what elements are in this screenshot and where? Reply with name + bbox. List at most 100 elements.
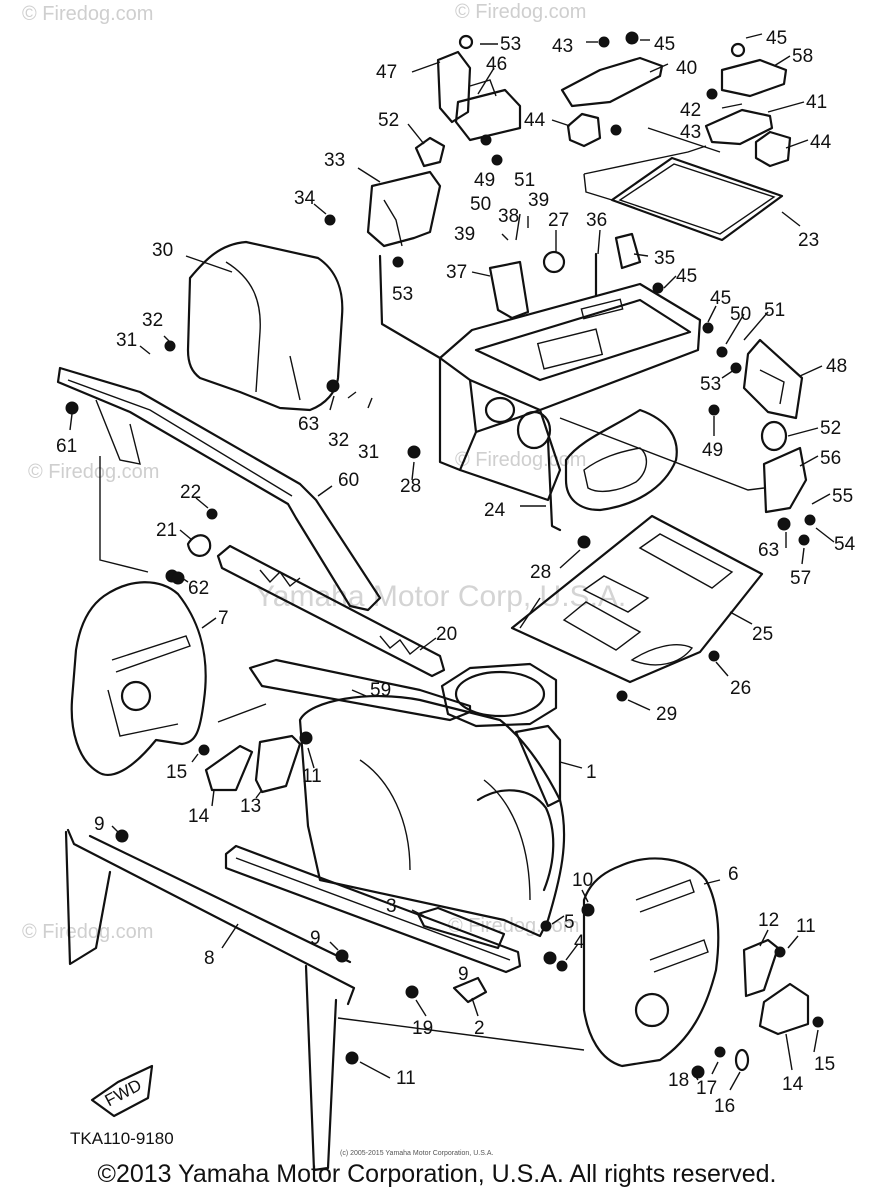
callout-25: 25	[752, 624, 773, 645]
auger-shaft-20	[186, 508, 446, 678]
callout-44: 44	[810, 132, 832, 153]
forward-arrow: FWD	[90, 1064, 154, 1118]
callout-45: 45	[654, 34, 675, 55]
callout-56: 56	[820, 448, 841, 469]
callout-45: 45	[710, 288, 731, 309]
callout-5: 5	[564, 912, 575, 933]
callout-16: 16	[714, 1096, 735, 1117]
callout-38: 38	[498, 206, 519, 227]
bracket-assembly-46	[414, 34, 522, 168]
callout-14: 14	[188, 806, 210, 827]
callout-1: 1	[586, 762, 597, 783]
bearing-brackets-left	[198, 731, 313, 794]
callout-52: 52	[820, 418, 841, 439]
mount-bracket-33	[324, 170, 442, 268]
copyright-notice: ©2013 Yamaha Motor Corporation, U.S.A. A…	[97, 1160, 777, 1188]
callout-30: 30	[152, 240, 173, 261]
callout-15: 15	[166, 762, 187, 783]
callout-55: 55	[832, 486, 853, 507]
callout-63: 63	[758, 540, 779, 561]
callout-49: 49	[702, 440, 723, 461]
callout-58: 58	[792, 46, 813, 67]
bearing-brackets-right	[742, 938, 824, 1036]
callout-36: 36	[586, 210, 607, 231]
callout-53: 53	[392, 284, 413, 305]
callout-54: 54	[834, 534, 856, 555]
callout-42: 42	[680, 100, 701, 121]
callout-47: 47	[376, 62, 397, 83]
callout-41: 41	[806, 92, 827, 113]
callout-63: 63	[298, 414, 319, 435]
callout-50: 50	[730, 304, 751, 325]
callout-18: 18	[668, 1070, 689, 1091]
assembly-guide-lines	[99, 456, 585, 1051]
callout-50: 50	[470, 194, 491, 215]
belt-cover-30	[164, 240, 344, 412]
callout-31: 31	[116, 330, 137, 351]
callout-15: 15	[814, 1054, 835, 1075]
auger-housing-59	[248, 658, 566, 938]
callout-14: 14	[782, 1074, 804, 1095]
callout-22: 22	[180, 482, 201, 503]
callout-43: 43	[552, 36, 573, 57]
callout-48: 48	[826, 356, 847, 377]
watermark-firedog: © Firedog.com	[455, 1, 586, 23]
callout-51: 51	[514, 170, 535, 191]
watermark-manufacturer: Yamaha Motor Corp, U.S.A.	[255, 580, 626, 613]
cover-plate-23	[583, 145, 784, 242]
callout-11: 11	[396, 1068, 416, 1089]
callout-60: 60	[338, 470, 359, 491]
callout-26: 26	[730, 678, 751, 699]
callout-32: 32	[142, 310, 163, 331]
callout-46: 46	[486, 54, 507, 75]
callout-20: 20	[436, 624, 457, 645]
callout-labels: 1 2 3 4 5 6 7 8 9 9 9 10 11 11 11 12 13 …	[56, 28, 856, 1117]
callout-28: 28	[530, 562, 551, 583]
leader-lines	[69, 33, 835, 1091]
diagram-code: TKA110-9180	[70, 1129, 174, 1148]
watermark-layer: © Firedog.com © Firedog.com © Firedog.co…	[22, 1, 626, 943]
callout-34: 34	[294, 188, 316, 209]
watermark-firedog: © Firedog.com	[22, 921, 153, 943]
callout-44: 44	[524, 110, 546, 131]
line-art: FWD	[56, 31, 824, 1172]
callout-24: 24	[484, 500, 506, 521]
callout-39: 39	[528, 190, 549, 211]
side-plate-7	[70, 571, 267, 776]
callout-40: 40	[676, 58, 697, 79]
main-frame-housing	[378, 232, 702, 549]
callout-9: 9	[94, 814, 105, 835]
callout-27: 27	[548, 210, 569, 231]
callout-23: 23	[798, 230, 819, 251]
scraper-bar-3	[224, 844, 595, 1004]
callout-12: 12	[758, 910, 779, 931]
callout-29: 29	[656, 704, 677, 725]
callout-2: 2	[474, 1018, 485, 1039]
side-plate-6	[582, 857, 750, 1079]
callout-62: 62	[188, 578, 209, 599]
callout-37: 37	[446, 262, 467, 283]
engine-mount-brackets	[560, 31, 792, 168]
callout-3: 3	[386, 896, 397, 917]
callout-32: 32	[328, 430, 349, 451]
callout-11: 11	[302, 766, 322, 787]
callout-13: 13	[240, 796, 261, 817]
callout-53: 53	[700, 374, 721, 395]
callout-45: 45	[676, 266, 697, 287]
frame-8	[64, 828, 359, 1172]
callout-11: 11	[796, 916, 816, 937]
callout-19: 19	[412, 1018, 433, 1039]
callout-21: 21	[156, 520, 177, 541]
callout-51: 51	[764, 300, 785, 321]
callout-53: 53	[500, 34, 521, 55]
callout-28: 28	[400, 476, 421, 497]
callout-61: 61	[56, 436, 77, 457]
callout-4: 4	[574, 932, 585, 953]
watermark-firedog: © Firedog.com	[22, 3, 153, 25]
callout-35: 35	[654, 248, 675, 269]
callout-9: 9	[458, 964, 469, 985]
watermark-firedog: © Firedog.com	[28, 461, 159, 483]
callout-9: 9	[310, 928, 321, 949]
callout-10: 10	[572, 870, 593, 891]
